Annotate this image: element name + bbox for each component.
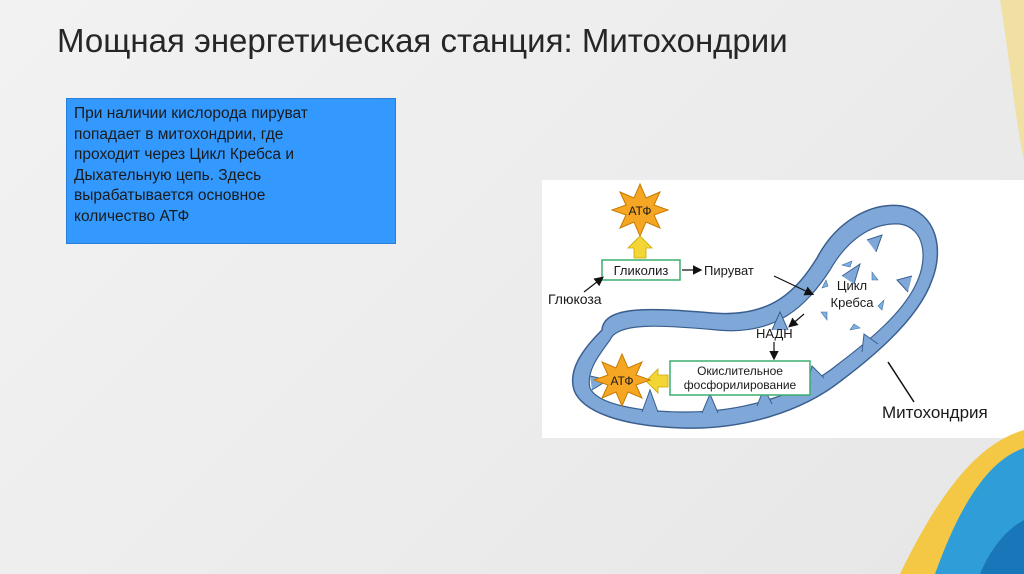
info-line: проходит через Цикл Кребса и <box>74 146 294 163</box>
glycolysis-label: Гликолиз <box>614 263 669 278</box>
krebs-label-line1: Цикл <box>837 278 867 293</box>
mitochondrion-label: Митохондрия <box>882 403 988 422</box>
oxphos-box <box>669 360 811 396</box>
glucose-label: Глюкоза <box>548 291 602 307</box>
info-line: вырабатывается основное <box>74 187 266 204</box>
info-line: попадает в митохондрии, где <box>74 125 284 143</box>
mitochondria-diagram: АТФ Гликолиз Пируват Глюкоза Цикл Кребса… <box>542 180 1024 438</box>
oxphos-label-line2: фосфорилирование <box>684 378 797 392</box>
info-box: При наличии кислорода пируват попадает в… <box>66 98 396 244</box>
diagram-canvas: АТФ Гликолиз Пируват Глюкоза Цикл Кребса… <box>548 182 988 429</box>
info-line: При наличии кислорода пируват <box>74 105 308 122</box>
krebs-cycle-arrows-icon <box>820 260 885 331</box>
atp-burst-bottom-icon <box>592 352 652 408</box>
atp-top-label: АТФ <box>628 204 651 218</box>
atp-bottom-label: АТФ <box>610 374 633 388</box>
pyruvate-label: Пируват <box>704 263 754 278</box>
slide-title: Мощная энергетическая станция: Митохондр… <box>57 22 788 59</box>
up-arrow-icon <box>627 235 653 259</box>
glycolysis-box <box>601 259 681 281</box>
info-line: количество АТФ <box>74 207 190 225</box>
left-arrow-icon <box>645 368 669 394</box>
krebs-label-line2: Кребса <box>831 295 875 310</box>
nadh-label: НАДН <box>756 326 793 341</box>
info-line: Дыхательную цепь. Здесь <box>74 166 262 184</box>
oxphos-label-line1: Окислительное <box>697 364 783 378</box>
